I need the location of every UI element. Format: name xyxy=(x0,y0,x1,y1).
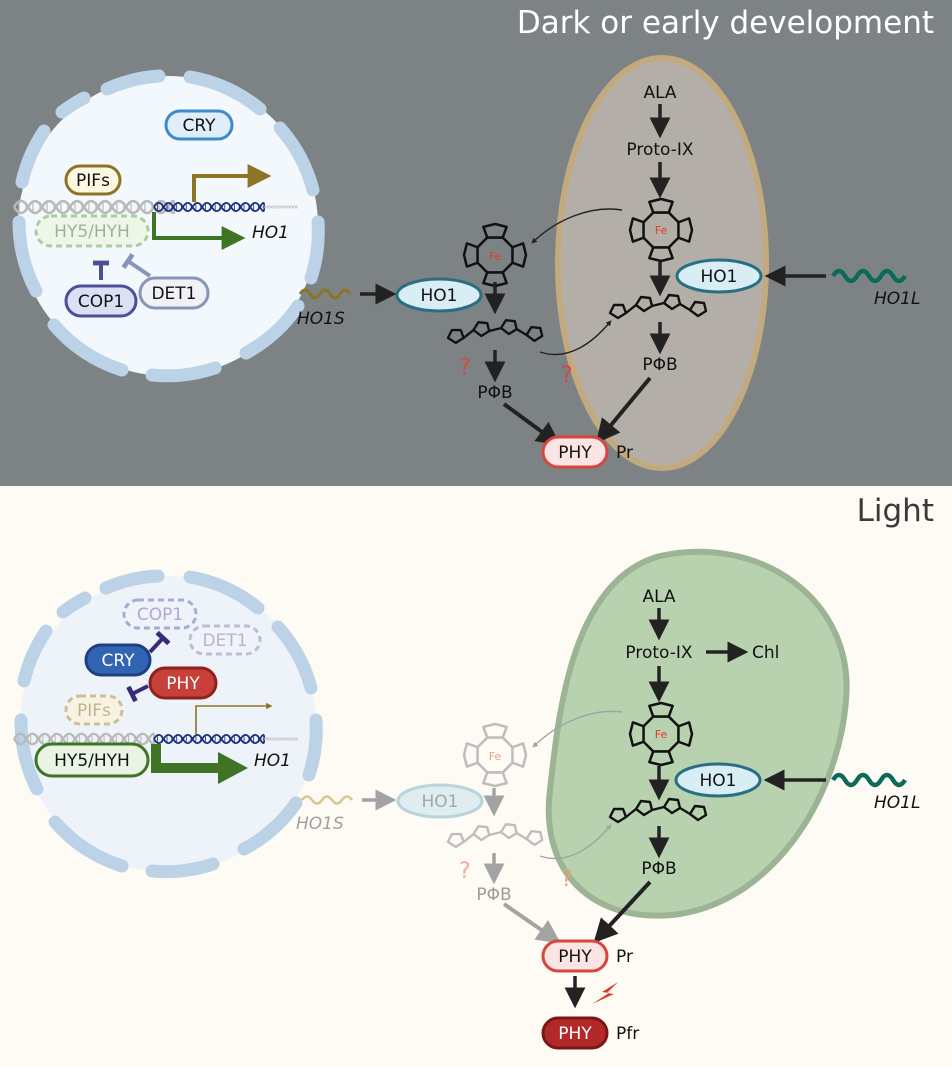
ho1s-mrna xyxy=(298,288,352,300)
ho1l-label: HO1L xyxy=(874,289,920,309)
light-cry-box xyxy=(84,643,152,677)
light-det1-box-faded xyxy=(188,624,262,656)
transcription-arrow-green xyxy=(152,212,246,250)
dark-panel-title: Dark or early development xyxy=(517,5,934,41)
svg-text:Fe: Fe xyxy=(655,728,668,741)
dark-phy-label: PHY xyxy=(558,443,592,463)
light-ala-label: ALA xyxy=(642,587,675,607)
light-bv-import-arrow xyxy=(539,824,612,860)
light-plastid-pphib-label: PΦB xyxy=(641,859,676,879)
light-plastid-heme: Fe xyxy=(628,701,694,767)
light-det1-label: DET1 xyxy=(202,631,247,651)
light-heme-export-arrow xyxy=(532,710,623,748)
phy-inhibits-pifs xyxy=(126,684,149,703)
light-phy-pr-label: PHY xyxy=(558,947,592,967)
det1-box xyxy=(138,276,210,310)
chl-label: Chl xyxy=(752,643,779,663)
light-phy-pfr-label: PHY xyxy=(558,1024,592,1044)
bv-import-arrow xyxy=(539,320,612,356)
cytosolic-question-mark-2: ? xyxy=(561,363,573,388)
light-plastid-ho1-label: HO1 xyxy=(700,771,737,791)
cop1-box xyxy=(64,284,138,318)
det1-inhibits-hy5 xyxy=(121,253,152,278)
light-cop1-box-faded xyxy=(122,598,198,630)
light-phy-pr-box xyxy=(541,939,609,973)
light-hy5-hyh-box xyxy=(34,742,150,778)
light-transcription-arrow-green xyxy=(151,744,222,773)
light-ho1s-label: HO1S xyxy=(296,814,344,834)
light-panel-title: Light xyxy=(857,493,934,529)
svg-text:Fe: Fe xyxy=(489,750,502,763)
light-plastid xyxy=(545,548,850,919)
hy5-hyh-label: HY5/HYH xyxy=(54,222,130,242)
light-transcription-arrow-gold xyxy=(195,702,273,734)
cytosolic-question-mark-1: ? xyxy=(459,355,471,380)
cry-inhibits-cop1 xyxy=(148,630,171,654)
light-nucleus: HO1 COP1 DET1 CRY PHY PIFs HY5/HYH xyxy=(12,569,323,879)
cry-label: CRY xyxy=(183,116,217,136)
light-pifs-box-faded xyxy=(64,694,124,726)
pifs-label: PIFs xyxy=(76,171,110,191)
proto-ix-label: Proto-IX xyxy=(626,140,693,160)
light-phy-pfr-box xyxy=(541,1016,609,1050)
ho1l-mrna xyxy=(831,268,907,284)
dark-nucleus: HO1 CRY PIFs HY5/HYH COP1 DET1 xyxy=(12,69,325,383)
heme-export-arrow xyxy=(531,208,623,244)
transcription-arrow-gold xyxy=(192,164,272,202)
hy5-hyh-box-faded xyxy=(34,214,150,248)
light-nuclear-envelope xyxy=(14,569,323,879)
light-pifs-label: PIFs xyxy=(77,701,111,721)
cytosolic-ho1-label: HO1 xyxy=(421,286,458,306)
light-ho1l-mrna xyxy=(831,772,907,788)
light-hy5-hyh-label: HY5/HYH xyxy=(54,751,130,771)
light-pr-label: Pr xyxy=(616,947,633,967)
pifs-box xyxy=(64,164,122,196)
cytosolic-ho1-enzyme xyxy=(395,277,483,313)
light-cytosolic-question-mark-2: ? xyxy=(561,867,573,892)
svg-text:Fe: Fe xyxy=(489,250,502,263)
light-plastid-ho1-enzyme xyxy=(674,762,762,798)
ho1-gene-label: HO1 xyxy=(252,223,289,243)
dark-pr-label: Pr xyxy=(616,443,633,463)
light-cytosolic-heme: Fe xyxy=(462,722,528,788)
cytosolic-pphib-label: PΦB xyxy=(477,383,512,403)
cry-box xyxy=(164,109,234,141)
nuclear-envelope xyxy=(12,69,325,383)
light-ho1s-mrna xyxy=(300,795,354,805)
svg-text:Fe: Fe xyxy=(655,224,668,237)
light-ho1l-label: HO1L xyxy=(874,793,920,813)
light-ho1-gene-label: HO1 xyxy=(254,751,291,771)
dark-plastid xyxy=(555,55,769,471)
light-bolt-icon xyxy=(592,982,618,1004)
light-cytosolic-ho1-label: HO1 xyxy=(422,792,459,812)
det1-label: DET1 xyxy=(151,284,196,304)
plastid-ho1-enzyme xyxy=(675,258,763,294)
light-cytosolic-ho1-enzyme xyxy=(396,783,484,819)
ala-label: ALA xyxy=(643,83,676,103)
plastid-pphib-label: PΦB xyxy=(642,355,677,375)
light-phy-box xyxy=(148,666,218,700)
ho1s-label: HO1S xyxy=(297,309,345,329)
cytosolic-heme: Fe xyxy=(462,222,528,288)
light-pfr-label: Pfr xyxy=(616,1024,639,1044)
plastid-heme: Fe xyxy=(628,197,694,263)
cop1-label: COP1 xyxy=(78,292,124,312)
dark-phy-pr-box xyxy=(541,435,609,469)
light-cry-label: CRY xyxy=(102,651,136,671)
light-cop1-label: COP1 xyxy=(137,605,183,625)
light-phy-label: PHY xyxy=(166,674,200,694)
dark-panel: Dark or early development HO1 xyxy=(0,0,952,486)
light-proto-ix-label: Proto-IX xyxy=(625,643,692,663)
light-cytosolic-question-mark-1: ? xyxy=(459,859,471,884)
light-panel: Light HO1 COP1 xyxy=(0,486,952,1067)
light-cytosolic-pphib-label: PΦB xyxy=(476,885,511,905)
plastid-ho1-label: HO1 xyxy=(701,267,738,287)
